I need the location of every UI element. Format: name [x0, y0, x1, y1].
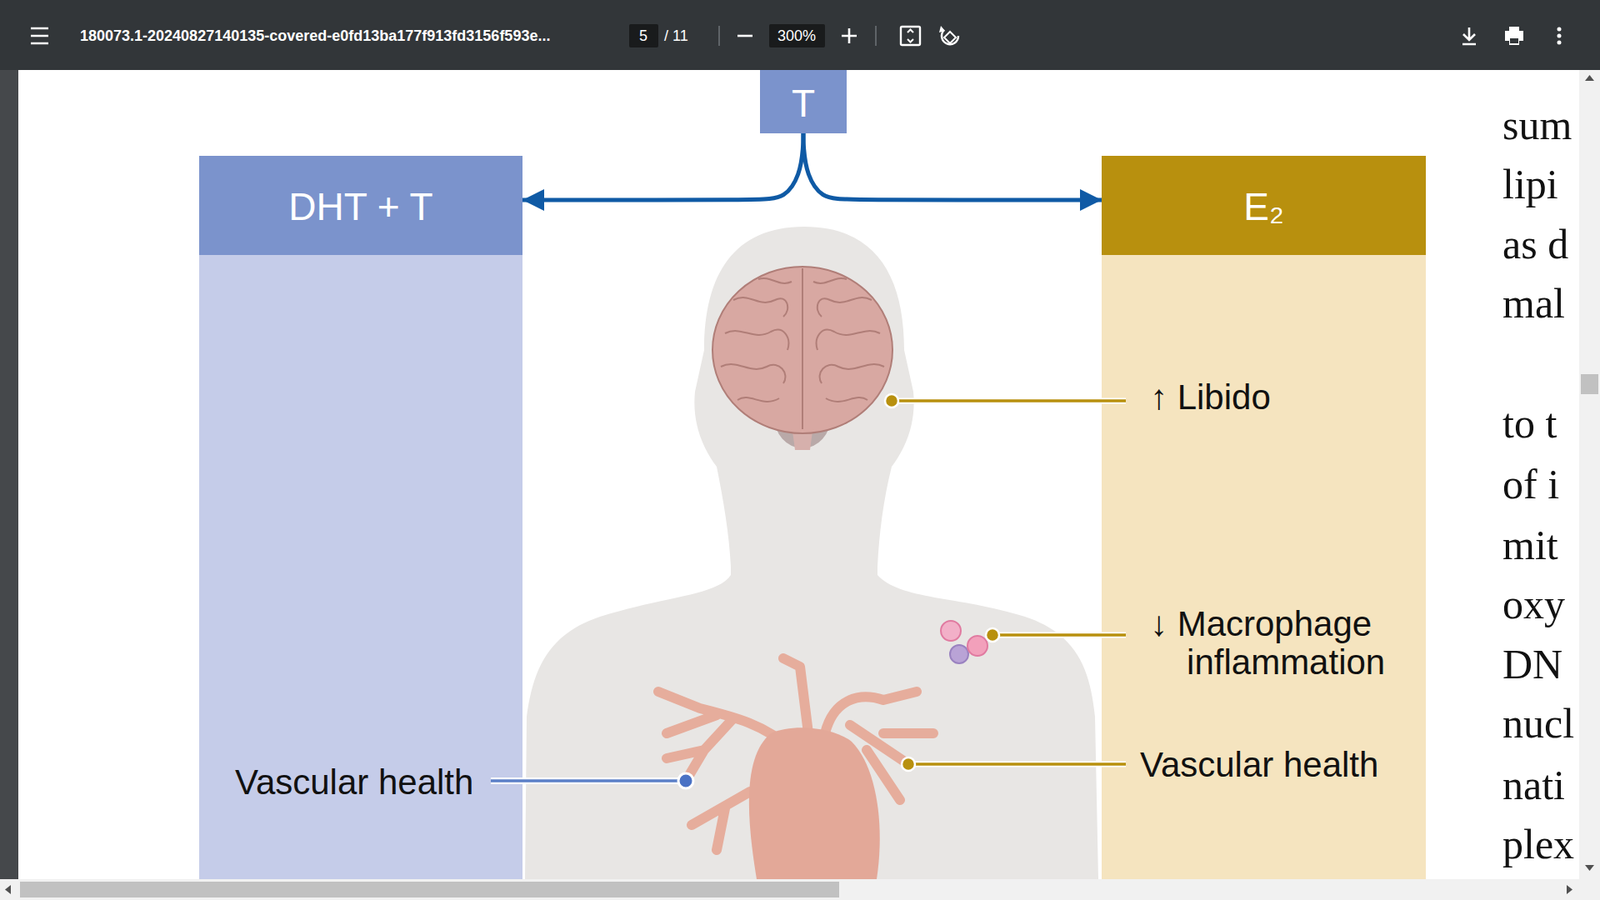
leader-line — [891, 398, 1126, 405]
zoom-box — [769, 24, 825, 48]
page-number: 5 — [639, 27, 648, 45]
band-body — [1101, 255, 1426, 880]
hormone-column: E₂ ↑ Libido ↓ Macrophage inflammationVascu… — [1101, 155, 1426, 880]
leader-line — [490, 777, 686, 785]
leader-dot — [678, 773, 694, 789]
body-text-fragment: mal — [1502, 280, 1565, 329]
column-heading: DHT + T — [288, 185, 433, 229]
brain — [712, 266, 893, 434]
page-number-box — [629, 24, 659, 48]
vertical-scrollbar — [1579, 70, 1600, 880]
band-header — [199, 155, 523, 255]
rotate-icon — [944, 31, 956, 44]
more-icon — [1557, 40, 1562, 45]
body-text-fragment: mit — [1502, 521, 1559, 570]
effect-label: Vascular health — [1140, 745, 1379, 785]
menu-icon — [30, 28, 49, 44]
zoom-in-icon — [841, 28, 857, 44]
effect-label: Vascular health — [235, 763, 474, 802]
scroll-arrow — [1566, 885, 1573, 895]
zoom-out-icon — [737, 35, 753, 38]
body-text-fragment: lipi — [1502, 160, 1559, 210]
rotate-icon — [941, 30, 959, 45]
leader-line — [992, 632, 1126, 639]
scrollbar-thumb — [20, 881, 840, 898]
body-text-fragment: of i — [1502, 460, 1560, 510]
macrophage-cell — [967, 635, 988, 656]
scrollbar-thumb — [1580, 374, 1599, 395]
brain-gyri — [720, 268, 885, 430]
leader-line — [992, 633, 1126, 637]
leader-line — [908, 762, 1126, 766]
rotate-icon — [939, 25, 945, 33]
download-icon — [1462, 27, 1476, 45]
body-text-fragment: as d — [1502, 220, 1569, 270]
body-text-fragment: oxy — [1502, 580, 1565, 630]
leader-dot — [985, 628, 1000, 642]
horizontal-scrollbar — [0, 879, 1600, 900]
viewer-margin — [0, 70, 19, 880]
body-text-fragment: nati — [1502, 761, 1565, 810]
macrophage-cell — [940, 620, 961, 641]
leader-dot — [901, 757, 915, 771]
toolbar-divider — [875, 25, 877, 46]
body-text-fragment: nucl — [1502, 700, 1575, 749]
leader-dot — [885, 394, 899, 408]
viewer-toolbar — [0, 0, 1600, 70]
hormone-box: T — [760, 70, 847, 134]
hormone-arrow — [522, 133, 804, 200]
effect-label: ↑ Libido — [1150, 378, 1271, 417]
print-icon — [1510, 38, 1519, 44]
more-icon — [1557, 34, 1562, 39]
body-text-fragment: sum — [1502, 101, 1572, 150]
band-body — [199, 255, 523, 880]
body-text-fragment: plex — [1502, 820, 1575, 870]
band-header — [1101, 155, 1426, 255]
body-text-fragment: DN — [1502, 640, 1563, 690]
page-count: / 11 — [664, 27, 689, 45]
leader-line — [891, 399, 1126, 403]
zoom-level: 300% — [777, 27, 816, 45]
heart — [749, 727, 880, 880]
hormone-column: DHT + T Vascular health — [199, 155, 523, 880]
scroll-arrow — [5, 885, 11, 895]
fit-page-icon — [907, 30, 914, 43]
leader-line — [490, 779, 686, 783]
scroll-arrow — [1585, 75, 1595, 81]
toolbar-divider — [718, 25, 720, 46]
macrophage-cell — [950, 645, 969, 664]
hormone-arrow — [803, 133, 1102, 200]
column-heading: E₂ — [1243, 185, 1285, 229]
file-name: 180073.1-20240827140135-covered-e0fd13ba… — [80, 27, 550, 45]
hormone-label: T — [791, 82, 815, 125]
effect-label: ↓ Macrophage inflammation — [1150, 605, 1400, 682]
more-icon — [1557, 27, 1562, 32]
body-text-fragment: to t — [1502, 400, 1557, 449]
leader-line — [908, 761, 1126, 768]
scroll-arrow — [1585, 865, 1595, 871]
print-icon — [1505, 26, 1524, 45]
fit-page-icon — [900, 26, 920, 45]
